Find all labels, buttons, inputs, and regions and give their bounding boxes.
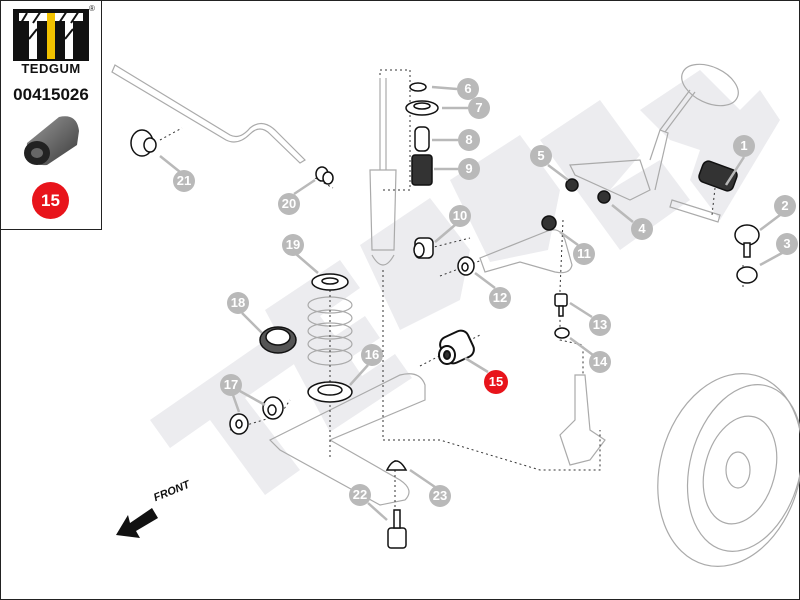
part-10-bushing (413, 237, 434, 259)
steering-knuckle (559, 374, 606, 466)
callout-2[interactable]: 2 (774, 195, 796, 217)
callout-23[interactable]: 23 (429, 485, 451, 507)
part-3-dust-cap (736, 266, 758, 284)
bushing-thumbnail-icon (24, 116, 79, 166)
part-11-bushing (541, 215, 557, 231)
part-16-spring-seat (307, 381, 353, 403)
tedgum-logo-icon (13, 9, 89, 61)
callout-7[interactable]: 7 (468, 97, 490, 119)
part-19-spring-seat (311, 273, 349, 291)
shock-absorber (369, 78, 397, 266)
callout-6[interactable]: 6 (457, 78, 479, 100)
lower-control-arm (268, 373, 426, 506)
callout-20[interactable]: 20 (278, 193, 300, 215)
callout-19[interactable]: 19 (282, 234, 304, 256)
product-info-panel: ® TEDGUM 00415026 15 (0, 0, 102, 230)
part-14-boot (554, 327, 570, 339)
callout-21[interactable]: 21 (173, 170, 195, 192)
part-20-bushing (315, 166, 334, 185)
callout-12[interactable]: 12 (489, 287, 511, 309)
callout-14[interactable]: 14 (589, 351, 611, 373)
callout-18[interactable]: 18 (227, 292, 249, 314)
callout-15-highlighted[interactable]: 15 (484, 370, 508, 394)
callout-11[interactable]: 11 (573, 243, 595, 265)
brand-name: TEDGUM (21, 61, 81, 76)
part-2-tie-rod-end (734, 224, 760, 258)
part-18-bearing (259, 326, 297, 354)
part-17-bushing-a (229, 413, 249, 435)
part-17-bushing-b (262, 396, 284, 420)
callout-17[interactable]: 17 (220, 374, 242, 396)
part-8 (414, 126, 430, 152)
part-6 (409, 82, 427, 92)
steering-column (649, 89, 696, 191)
part-number: 00415026 (13, 85, 89, 104)
part-12-bushing (457, 256, 475, 276)
callout-1[interactable]: 1 (733, 135, 755, 157)
front-direction-arrow-icon (116, 508, 158, 538)
position-badge: 15 (32, 182, 69, 219)
callout-9[interactable]: 9 (458, 158, 480, 180)
steering-linkage (569, 159, 651, 201)
callout-16[interactable]: 16 (361, 344, 383, 366)
part-22-ball-joint (387, 509, 407, 549)
part-7 (405, 100, 439, 116)
part-15-bushing (438, 329, 475, 365)
tie-rod (669, 199, 721, 223)
part-13-ball-joint (554, 293, 568, 317)
part-4-bushing (597, 190, 611, 204)
steering-wheel (681, 63, 739, 107)
part-5-bushing (565, 178, 579, 192)
callout-13[interactable]: 13 (589, 314, 611, 336)
callout-3[interactable]: 3 (776, 233, 798, 255)
callout-8[interactable]: 8 (458, 129, 480, 151)
wheel-and-tire (657, 373, 800, 567)
callout-10[interactable]: 10 (449, 205, 471, 227)
part-23-boot (385, 460, 408, 471)
stabilizer-bar (111, 64, 306, 164)
callout-5[interactable]: 5 (530, 145, 552, 167)
part-9 (411, 154, 433, 186)
callout-22[interactable]: 22 (349, 484, 371, 506)
callout-4[interactable]: 4 (631, 218, 653, 240)
part-21-bushing (130, 129, 157, 157)
registered-mark: ® (89, 4, 95, 13)
